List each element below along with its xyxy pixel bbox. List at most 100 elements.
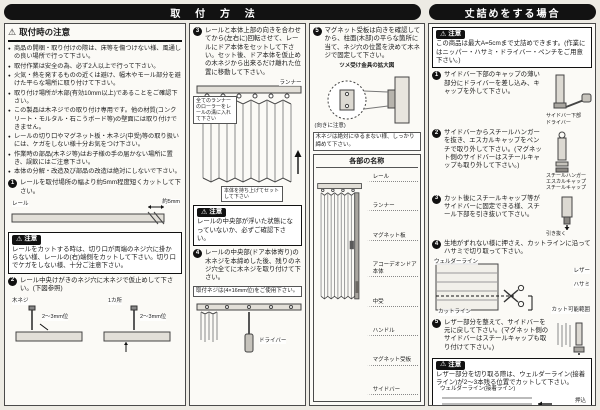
shorten-caution-top: ⚠ 注意 この商品は最大A=5cmまで丈詰めできます。(作業にはニッパー・ハサミ…	[432, 27, 592, 69]
caution-chip: ⚠ 注意	[197, 207, 227, 218]
list-item: 作業時の部品(木ネジ等)はお子様の手の届かない場所に置き、誤飲にはご注意下さい。	[8, 151, 182, 167]
step-text: マグネット受板は向きを確認してから、柱面(木部)の平らな箇所に当て、ネジ穴の位置…	[324, 27, 421, 59]
scissors-label: ハサミ	[573, 281, 590, 288]
pilot-hole-illustration	[15, 305, 171, 353]
list-item: 商品の開梱・取り付けの際は、床等を傷つけない様、風通しの良い場所で行って下さい。	[8, 45, 182, 61]
caution-text: この商品は最大A=5cmまで丈詰めできます。(作業にはニッパー・ハサミ・ドライバ…	[436, 40, 586, 65]
warning-icon: ⚠	[440, 361, 447, 369]
install-steps-columns: 3 レールと本体上部の向きを合わせてから(左右に)回転させて、レールにドア本体を…	[189, 23, 425, 406]
step-number: 4	[432, 239, 441, 249]
warning-icon: ⚠	[201, 208, 208, 216]
step-number: 1	[8, 179, 17, 189]
warning-icon: ⚠	[8, 27, 17, 38]
step-magnet-plate: 5 マグネット受板は向きを確認してから、柱面(木部)の平らな箇所に当て、ネジ穴の…	[312, 27, 422, 60]
sidebar-bottom-label: サイドバー下部	[546, 113, 582, 120]
pull-out-label: 引き抜く	[546, 230, 567, 237]
tighten-note: 木ネジは絶対にゆるまない様、しっかり締めて下さい。	[312, 132, 421, 151]
step-set-door: 3 レールと本体上部の向きを合わせてから(左右に)回転させて、レールにドア本体を…	[193, 27, 302, 77]
list-item: 火気・熱を発するものの近くは避け、幅木やモール部分を避けた平らな場所に取り付けて…	[8, 72, 182, 88]
install-header: 取 付 方 法	[4, 4, 422, 20]
groove-note: 全てのランナーのローラーをレールの溝に入れて下さい	[193, 95, 237, 124]
shorten-step-5: 5 レザー部分を整えて、サイドバーを元に戻して下さい。(マグネット側のサイドバー…	[432, 318, 592, 355]
cut-diagram: ウェルダーライン レザー ハサミ カット可能範囲 カットライン	[432, 258, 592, 316]
parts-title: 各部の名称	[315, 157, 418, 168]
step-number: 1	[432, 71, 441, 81]
pull-out-illustration	[561, 196, 573, 230]
parts-diagram: レール ランナー マグネット板 アコーデオンドア本体 中受 ハンドル マグネット…	[316, 170, 418, 399]
step-text: レールと本体上部の向きを合わせてから(左右に)回転させて、レールにドア本体をセッ…	[205, 27, 301, 76]
escal-cap-label: エスカルキャップ	[546, 179, 587, 186]
step-number: 2	[432, 128, 441, 138]
rail-cut-diagram: レール 約5mm	[8, 199, 182, 229]
shorten-step-4: 4 生地がずれない様に押さえ、カットラインに沿ってハサミで切り取って下さい。	[432, 239, 592, 257]
steel-cap-label: スチールキャップ	[546, 185, 587, 192]
step-number: 4	[193, 249, 202, 259]
cut-line-label: カットライン	[438, 309, 472, 316]
hanger-cap-illustration	[555, 131, 569, 173]
pull-out-diagram: 引き抜く	[546, 195, 592, 237]
list-item: この製品は木ネジでの取り付け専用です。他の材質(コンクリート・モルタル・石こうボ…	[8, 107, 182, 131]
rail-illustration	[11, 205, 165, 225]
cut-range-label: カット可能範囲	[551, 307, 590, 314]
magnet-detail-title: ツメ受け金具の拡大図	[339, 63, 395, 70]
parts-illustration	[316, 182, 362, 300]
list-item: 取付作業は安全の為、必ず2人以上で行って下さい。	[8, 63, 182, 71]
install-notes-title-label: 取付時の注意	[19, 27, 71, 37]
magnet-detail-diagram: (向きに注意)	[313, 73, 422, 130]
rail-label: レール	[12, 201, 29, 208]
part-label: マグネット板	[366, 233, 418, 241]
caution-chip-label: 注意	[448, 360, 462, 368]
caution-chip: ⚠ 注意	[436, 360, 466, 371]
pilot-gap-label: 2〜3mm位	[140, 314, 167, 321]
driver-label: ドライバー	[259, 337, 287, 345]
warning-icon: ⚠	[16, 235, 23, 243]
shorten-header: 丈詰めをする場合	[429, 4, 596, 20]
caution-chip: ⚠ 注意	[436, 30, 466, 40]
driver-illustration	[196, 303, 302, 353]
step-text: レールを取付場所の幅より約5mm程度短くカットして下さい。	[20, 179, 181, 195]
step-text: カット後にスチールキャップ等がサイドバーに固定できる様、スチール下部を引き抜いて…	[444, 194, 540, 219]
part-label: マグネット受板	[366, 357, 418, 366]
part-label: ハンドル	[366, 328, 418, 337]
part-label: アコーデオンドア本体	[366, 262, 418, 278]
step-text: 生地がずれない様に押さえ、カットラインに沿ってハサミで切り取って下さい。	[444, 239, 591, 256]
hanger-cap-diagram: スチールハンガー エスカルキャップ スチールキャップ	[546, 129, 592, 192]
screw-label: 木ネジ	[12, 298, 29, 305]
shorten-header-label: 丈詰めをする場合	[464, 8, 561, 20]
door-set-column: 3 レールと本体上部の向きを合わせてから(左右に)回転させて、レールにドア本体を…	[189, 23, 306, 406]
step-text: サイドバーからスチールハンガーを抜き、エスカルキャップをペンチで取り外して下さい…	[444, 128, 542, 170]
weld-line-full-label: ウェルダーライン(接着ライン)	[440, 385, 516, 392]
warning-icon: ⚠	[440, 30, 447, 38]
runner-label: ランナー	[279, 79, 302, 87]
lift-note: 本体を持ち上げてセットして下さい	[221, 185, 283, 202]
cut-illustration	[435, 263, 533, 311]
install-notes-column: ⚠ 取付時の注意 商品の開梱・取り付けの際は、床等を傷つけない様、風通しの良い場…	[4, 23, 186, 406]
install-header-label: 取 付 方 法	[170, 8, 261, 20]
caution-text: レールの中央部が浮いた状態になっていないか、必ずご確認下さい。	[197, 218, 293, 243]
step-text: レールの中央部(ドア本体寄り)の木ネジを本締めした後、残りのネジ穴全てに木ネジを…	[205, 249, 301, 282]
magnet-detail-illustration	[327, 76, 410, 124]
step-text: レザー部分を整えて、サイドバーを元に戻して下さい。(マグネット側のサイドバーはス…	[444, 318, 549, 351]
caution-box-rail-cut: ⚠ 注意 レールをカットする時は、切り口が両端のネジ穴に掛からない様、レールの(…	[8, 232, 182, 274]
caution-chip-label: 注意	[448, 30, 462, 37]
part-label: レール	[366, 174, 418, 182]
part-label: サイドバー	[366, 387, 418, 395]
sidebar-cap-diagram: サイドバー下部 ドライバー	[546, 71, 592, 126]
steel-hanger-label: スチールハンガー	[546, 172, 587, 179]
install-notes-title: ⚠ 取付時の注意	[8, 27, 182, 43]
driver-label: ドライバー	[546, 119, 571, 126]
step-number: 5	[432, 318, 441, 328]
list-item: 本体の分解・改造及び部品の改造は絶対にしないで下さい。	[8, 168, 182, 176]
magnet-parts-column: 5 マグネット受板は向きを確認してから、柱面(木部)の平らな箇所に当て、ネジ穴の…	[308, 23, 425, 406]
header-row: 取 付 方 法 丈詰めをする場合	[4, 4, 596, 20]
pilot-count-label: 1カ所	[108, 298, 123, 305]
list-item: 取り付け場所が木部(有効10mm以上)であることをご確認下さい。	[8, 90, 182, 106]
caution-chip: ⚠ 注意	[12, 235, 42, 245]
list-item: レールの切り口やマグネット板・木ネジ(中受)等の取り扱いには、ケガをしない様十分…	[8, 133, 182, 149]
install-notes-list: 商品の開梱・取り付けの際は、床等を傷つけない様、風通しの良い場所で行って下さい。…	[8, 45, 182, 176]
caution-text: レールをカットする時は、切り口が両端のネジ穴に掛からない様、レールの(右)端側を…	[12, 245, 176, 270]
caution-text: レザー部分を切り取る際は、ウェルダーライン(接着ライン)が2〜3本残る位置でカッ…	[436, 371, 586, 387]
step-text: サイドバー下部のキャップの薄い部分にドライバーを差し込み、キャップを外して下さい…	[444, 71, 540, 96]
shorten-step-2: 2 サイドバーからスチールハンガーを抜き、エスカルキャップをペンチで取り外して下…	[432, 128, 592, 192]
step-rail-cut: 1 レールを取付場所の幅より約5mm程度短くカットして下さい。	[8, 179, 182, 196]
